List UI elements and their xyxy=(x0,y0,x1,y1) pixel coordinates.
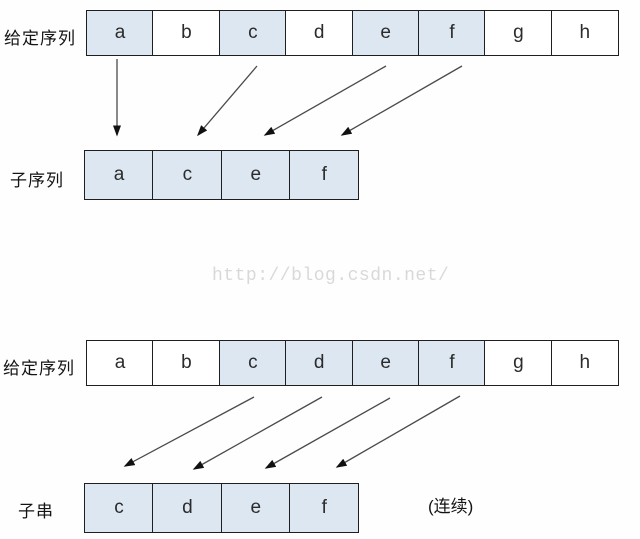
cell-h: h xyxy=(550,10,619,56)
arrow-c-to-c xyxy=(197,65,258,137)
cell-e: e xyxy=(351,340,420,386)
cell-a: a xyxy=(86,340,154,386)
substring-label: 子串 xyxy=(18,502,54,521)
cell-h: h xyxy=(550,340,619,386)
cell-d: d xyxy=(152,483,223,533)
arrow-f-to-substr-f xyxy=(335,395,461,468)
given-sequence-label-bottom: 给定序列 xyxy=(3,359,75,378)
cell-c: c xyxy=(218,340,287,386)
cell-a: a xyxy=(84,150,154,200)
cell-d: d xyxy=(285,10,354,56)
cell-c: c xyxy=(152,150,223,200)
watermark-url: http://blog.csdn.net/ xyxy=(212,266,450,286)
cell-f: f xyxy=(418,340,487,386)
cell-e: e xyxy=(351,10,420,56)
arrow-e-to-e xyxy=(263,65,387,136)
subsequence-label: 子序列 xyxy=(10,171,64,190)
cell-g: g xyxy=(484,340,553,386)
given-sequence-label-top: 给定序列 xyxy=(4,29,76,48)
cell-c: c xyxy=(84,483,154,533)
arrow-c-to-substr-c xyxy=(123,396,255,467)
cell-f: f xyxy=(418,10,487,56)
cell-g: g xyxy=(484,10,553,56)
arrow-e-to-substr-e xyxy=(264,397,391,469)
cell-f: f xyxy=(289,483,360,533)
arrow-f-to-f xyxy=(340,65,463,136)
cell-b: b xyxy=(152,10,221,56)
continuity-note: (连续) xyxy=(428,497,474,516)
arrow-d-to-substr-d xyxy=(192,396,323,470)
cell-c: c xyxy=(218,10,287,56)
cell-e: e xyxy=(220,150,291,200)
cell-a: a xyxy=(86,10,154,56)
cell-b: b xyxy=(152,340,221,386)
cell-f: f xyxy=(289,150,360,200)
cell-d: d xyxy=(285,340,354,386)
cell-e: e xyxy=(220,483,291,533)
